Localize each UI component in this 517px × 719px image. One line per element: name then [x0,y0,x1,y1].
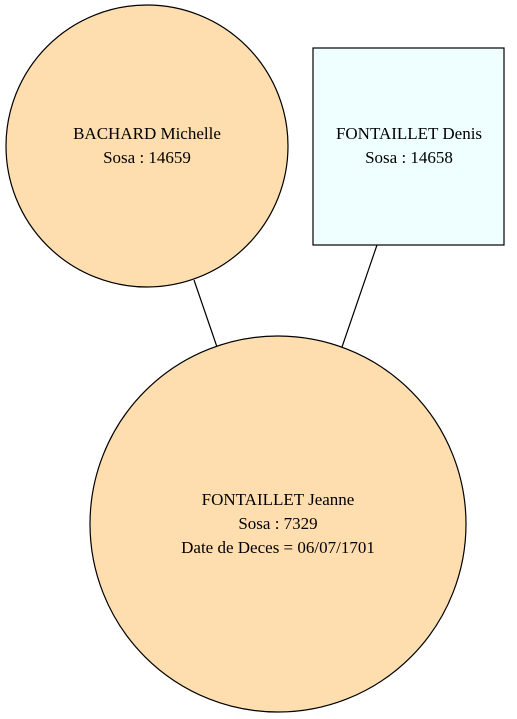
mother-circle [5,4,289,288]
father-name: FONTAILLET Denis [336,124,482,143]
child-name: FONTAILLET Jeanne [202,490,355,509]
child-circle [89,335,467,713]
node-father[interactable]: FONTAILLET Denis Sosa : 14658 [312,47,505,246]
father-sosa: Sosa : 14658 [365,148,453,167]
node-mother[interactable]: BACHARD Michelle Sosa : 14659 [5,4,289,288]
edge-mother-child [193,279,218,348]
edge-father-child [341,244,378,348]
node-child[interactable]: FONTAILLET Jeanne Sosa : 7329 Date de De… [89,335,467,713]
child-sosa: Sosa : 7329 [238,514,317,533]
mother-sosa: Sosa : 14659 [103,148,191,167]
child-death-date: Date de Deces = 06/07/1701 [181,538,375,557]
mother-name: BACHARD Michelle [73,124,221,143]
father-box [312,47,505,246]
